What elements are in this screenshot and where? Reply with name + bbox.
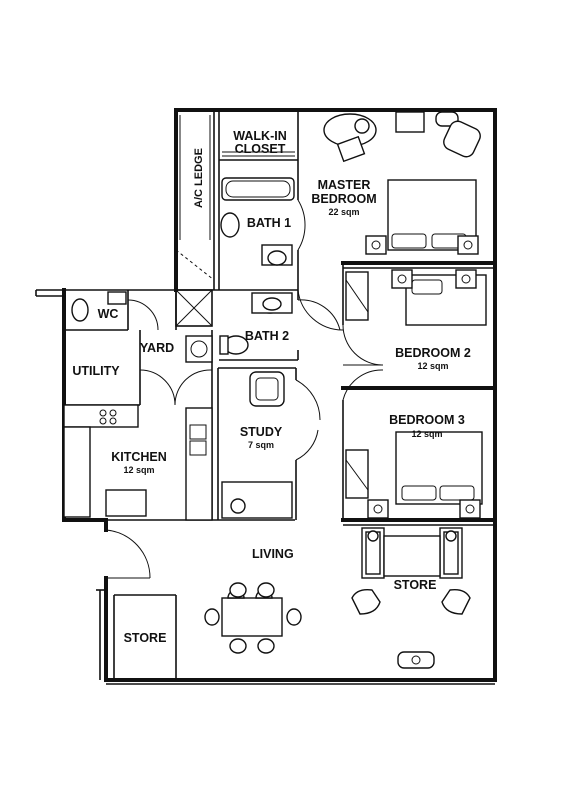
living-label: LIVING xyxy=(252,547,294,561)
interior-walls xyxy=(64,110,497,680)
master-bedroom-label-2: BEDROOM xyxy=(311,192,376,206)
fixtures xyxy=(63,151,295,521)
bedroom3-furniture xyxy=(345,431,483,519)
utility-label: UTILITY xyxy=(72,364,120,378)
ac-ledge-area xyxy=(175,115,215,281)
bedroom2-furniture xyxy=(345,269,487,326)
bedroom3-area: 12 sqm xyxy=(411,429,442,439)
ac-ledge-label: A/C LEDGE xyxy=(193,148,205,208)
study-area: 7 sqm xyxy=(248,440,274,450)
walk-in-closet-label-2: CLOSET xyxy=(235,142,286,156)
living-furniture xyxy=(204,527,471,669)
bedroom2-area: 12 sqm xyxy=(417,361,448,371)
store-right-label: STORE xyxy=(394,578,437,592)
yard-label: YARD xyxy=(140,341,174,355)
study-label: STUDY xyxy=(240,425,283,439)
master-bedroom-label-1: MASTER xyxy=(318,178,371,192)
walk-in-closet-label-1: WALK-IN xyxy=(233,129,286,143)
kitchen-label: KITCHEN xyxy=(111,450,167,464)
master-bedroom-area: 22 sqm xyxy=(328,207,359,217)
bath1-label: BATH 1 xyxy=(247,216,291,230)
bath2-label: BATH 2 xyxy=(245,329,289,343)
master-furniture xyxy=(323,111,481,255)
bedroom2-label: BEDROOM 2 xyxy=(395,346,471,360)
room-labels: WALK-IN CLOSET A/C LEDGE MASTER BEDROOM … xyxy=(72,129,471,645)
doors xyxy=(105,199,384,579)
bedroom3-label: BEDROOM 3 xyxy=(389,413,465,427)
store-left-label: STORE xyxy=(124,631,167,645)
kitchen-area: 12 sqm xyxy=(123,465,154,475)
wc-label: WC xyxy=(98,307,119,321)
